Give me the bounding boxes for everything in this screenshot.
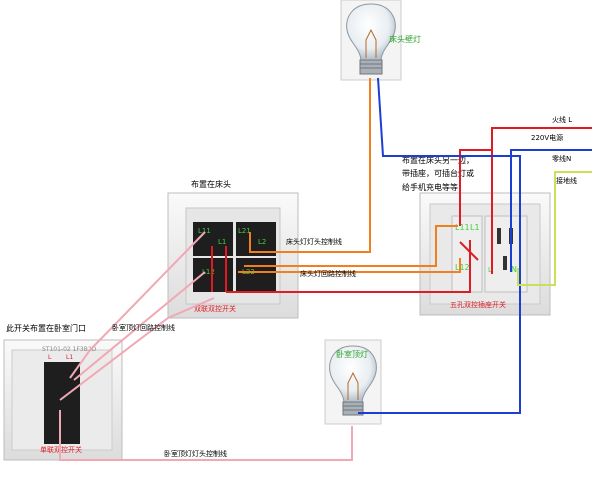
rocker-l22: [236, 258, 276, 292]
socket-switch-panel: 布置在床头另一边， 带插座，可插台灯或 给手机充电等等 L11 L1 L12 L…: [402, 155, 551, 316]
bedside-lamp-label: 床头壁灯: [389, 34, 421, 44]
terminal-l2: L2: [258, 238, 266, 246]
socket-terminal-n: N: [511, 265, 517, 274]
bedroom-loop-wire-label: 卧室顶灯回路控制线: [112, 323, 175, 332]
single-switch-caption: 此开关布置在卧室门口: [6, 323, 86, 333]
bedside-head-wire-label: 床头灯灯头控制线: [286, 237, 342, 246]
neutral-wires: [358, 77, 592, 414]
rocker-l21: [236, 222, 276, 256]
neutral-wire-label: 零线N: [552, 154, 571, 163]
terminal-l12: L12: [202, 268, 215, 276]
single-switch-model: ST101-02 1F3B2D: [42, 346, 97, 353]
ceiling-lamp: 卧室顶灯: [324, 339, 382, 425]
lamp-control-wires: [238, 78, 461, 273]
single-switch-panel: 此开关布置在卧室门口 ST101-02 1F3B2D L L1 单联双控开关: [3, 323, 123, 461]
socket-caption-line-3: 给手机充电等等: [402, 182, 458, 192]
bedroom-head-wire-label: 卧室顶灯灯头控制线: [164, 449, 227, 458]
socket-caption-line-2: 带插座，可插台灯或: [402, 168, 474, 178]
socket-terminal-l12: L12: [455, 263, 470, 272]
bedside-loop-wire-label: 床头灯回路控制线: [300, 269, 356, 278]
single-rocker: [44, 362, 80, 444]
ground-wire: [517, 171, 592, 286]
socket-terminal-l11: L11: [455, 223, 470, 232]
single-terminal-l: L: [48, 354, 52, 361]
terminal-l21: L21: [238, 227, 251, 235]
terminal-l1: L1: [218, 238, 226, 246]
socket-caption-line-1: 布置在床头另一边，: [402, 155, 474, 165]
socket-terminal-l: L: [488, 266, 492, 274]
pink-wires: [59, 231, 353, 461]
terminal-l11: L11: [198, 227, 211, 235]
bedside-lamp: 床头壁灯: [340, 0, 421, 81]
live-wires: [211, 127, 592, 293]
single-terminal-l1: L1: [66, 354, 73, 361]
double-switch-caption: 布置在床头: [191, 179, 231, 189]
ceiling-lamp-label: 卧室顶灯: [336, 349, 368, 359]
socket-brand: 五孔双控插座开关: [450, 300, 506, 309]
live-wire-label: 火线 L: [552, 115, 572, 124]
voltage-label: 220V电源: [531, 133, 563, 142]
double-switch-brand: 双联双控开关: [194, 304, 236, 313]
ground-wire-label: 接地线: [556, 176, 577, 185]
socket-terminal-l1: L1: [470, 223, 480, 232]
double-switch-panel: 布置在床头 L11 L1 L21 L2 L12 L22 双联双控开关: [167, 179, 299, 319]
